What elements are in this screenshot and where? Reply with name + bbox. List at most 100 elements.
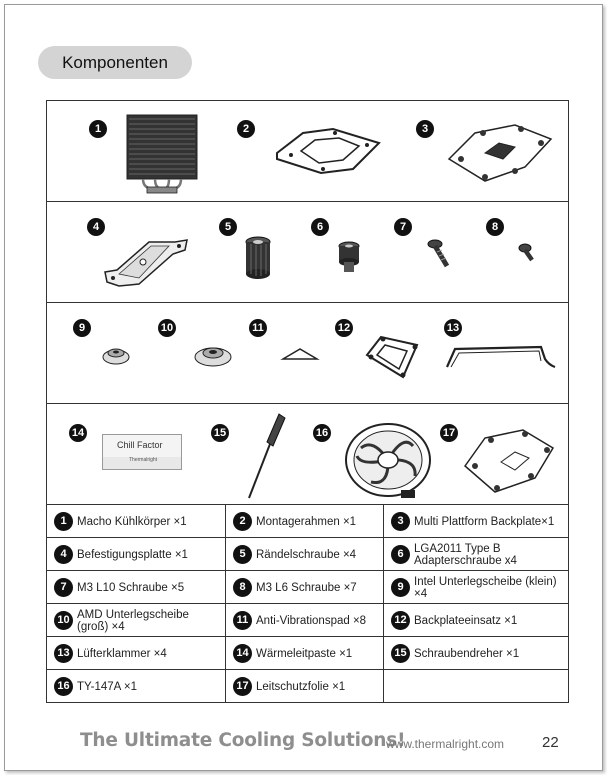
legend-cell: 1 Macho Kühlkörper ×1 — [47, 505, 225, 538]
legend-number: 3 — [391, 512, 410, 531]
figure-number: 5 — [219, 218, 237, 236]
page-number: 22 — [542, 734, 559, 751]
legend-number: 5 — [233, 545, 252, 564]
legend-text: LGA2011 Type B Adapterschraube x4 — [414, 542, 517, 567]
legend-number: 6 — [391, 545, 410, 564]
legend-row-4: 10 AMD Unterlegscheibe (groß) ×4 11 Anti… — [47, 604, 568, 637]
legend-cell: 6 LGA2011 Type B Adapterschraube x4 — [383, 538, 568, 571]
figure-number: 17 — [440, 424, 458, 442]
mounting-frame-illustration — [276, 127, 381, 175]
m3-l6-screw-illustration — [518, 243, 534, 262]
backplate-illustration — [447, 124, 553, 182]
legend-number: 1 — [54, 512, 73, 531]
legend-cell: 12 Backplateeinsatz ×1 — [383, 604, 568, 637]
figure-number: 6 — [311, 218, 329, 236]
legend-text: AMD Unterlegscheibe (groß) ×4 — [77, 608, 189, 633]
legend-text: M3 L6 Schraube ×7 — [256, 581, 357, 594]
legend-cell: 13 Lüfterklammer ×4 — [47, 637, 225, 670]
amd-washer-illustration — [194, 347, 232, 367]
figure-number: 4 — [87, 218, 105, 236]
thumb-screw-illustration — [245, 236, 271, 279]
legend-row-6: 16 TY-147A ×1 17 Leitschutzfolie ×1 — [47, 670, 568, 703]
illustration-row-2: 4 5 6 — [47, 202, 568, 303]
fan-clip-illustration — [445, 345, 556, 369]
paste-label-name: Chill Factor — [117, 440, 163, 450]
adapter-screw-illustration — [338, 241, 360, 272]
figure-number: 13 — [444, 319, 462, 337]
legend-cell: 17 Leitschutzfolie ×1 — [225, 670, 383, 703]
figure-number: 15 — [211, 424, 229, 442]
illustration-row-1: 1 2 — [47, 101, 568, 202]
footer-slogan: The Ultimate Cooling Solutions! — [80, 730, 406, 751]
legend-number: 11 — [233, 611, 252, 630]
legend-row-5: 13 Lüfterklammer ×4 14 Wärmeleitpaste ×1… — [47, 637, 568, 670]
screwdriver-illustration — [248, 413, 286, 499]
legend-number: 16 — [54, 677, 73, 696]
figure-number: 11 — [249, 319, 267, 337]
figure-number: 10 — [158, 319, 176, 337]
m3-l10-screw-illustration — [427, 239, 450, 268]
legend-text: Schraubendreher ×1 — [414, 647, 520, 660]
legend-text: Intel Unterlegscheibe (klein) ×4 — [414, 575, 557, 600]
components-illustration-grid: 1 2 — [46, 100, 569, 505]
footer-url[interactable]: www.thermalright.com — [386, 737, 505, 751]
legend-cell: 3 Multi Plattform Backplate×1 — [383, 505, 568, 538]
intel-washer-illustration — [102, 348, 130, 365]
legend-text: Multi Plattform Backplate×1 — [414, 515, 555, 528]
legend-number: 13 — [54, 644, 73, 663]
section-title: Komponenten — [38, 46, 192, 79]
legend-cell: 9 Intel Unterlegscheibe (klein) ×4 — [383, 571, 568, 604]
figure-number: 8 — [486, 218, 504, 236]
legend-number: 9 — [391, 578, 410, 597]
legend-text: TY-147A ×1 — [77, 680, 137, 693]
backplate-insert-illustration — [365, 335, 419, 379]
legend-cell: 15 Schraubendreher ×1 — [383, 637, 568, 670]
fixing-plate-illustration — [104, 239, 188, 287]
illustration-row-4: 14 Chill Factor Thermalright 15 16 — [47, 404, 568, 506]
paste-label-brand: Thermalright — [129, 457, 158, 463]
figure-number: 12 — [335, 319, 353, 337]
legend-number: 15 — [391, 644, 410, 663]
components-legend-table: 1 Macho Kühlkörper ×1 2 Montagerahmen ×1… — [46, 505, 569, 703]
legend-text: M3 L10 Schraube ×5 — [77, 581, 185, 594]
legend-text: Macho Kühlkörper ×1 — [77, 515, 187, 528]
figure-number: 9 — [73, 319, 91, 337]
figure-number: 14 — [69, 424, 87, 442]
legend-number: 7 — [54, 578, 73, 597]
legend-row-3: 7 M3 L10 Schraube ×5 8 M3 L6 Schraube ×7… — [47, 571, 568, 604]
legend-text: Lüfterklammer ×4 — [77, 647, 167, 660]
legend-cell: 2 Montagerahmen ×1 — [225, 505, 383, 538]
figure-number: 2 — [237, 120, 255, 138]
thermal-paste-syringe: Chill Factor Thermalright — [102, 434, 182, 470]
figure-number: 16 — [313, 424, 331, 442]
illustration-row-3: 9 10 11 12 — [47, 303, 568, 404]
legend-number: 12 — [391, 611, 410, 630]
legend-number: 14 — [233, 644, 252, 663]
legend-cell-empty — [383, 670, 568, 703]
legend-text: Wärmeleitpaste ×1 — [256, 647, 353, 660]
legend-number: 4 — [54, 545, 73, 564]
legend-text: Backplateeinsatz ×1 — [414, 614, 518, 627]
legend-text: Befestigungsplatte ×1 — [77, 548, 188, 561]
legend-cell: 7 M3 L10 Schraube ×5 — [47, 571, 225, 604]
figure-number: 1 — [89, 120, 107, 138]
anti-vibration-pad-illustration — [280, 348, 320, 360]
fan-illustration — [345, 423, 431, 498]
legend-cell: 10 AMD Unterlegscheibe (groß) ×4 — [47, 604, 225, 637]
legend-cell: 4 Befestigungsplatte ×1 — [47, 538, 225, 571]
legend-cell: 14 Wärmeleitpaste ×1 — [225, 637, 383, 670]
legend-text: Rändelschraube ×4 — [256, 548, 357, 561]
legend-cell: 16 TY-147A ×1 — [47, 670, 225, 703]
legend-row-2: 4 Befestigungsplatte ×1 5 Rändelschraube… — [47, 538, 568, 571]
legend-number: 8 — [233, 578, 252, 597]
legend-number: 17 — [233, 677, 252, 696]
legend-cell: 8 M3 L6 Schraube ×7 — [225, 571, 383, 604]
legend-row-1: 1 Macho Kühlkörper ×1 2 Montagerahmen ×1… — [47, 505, 568, 538]
figure-number: 3 — [416, 120, 434, 138]
legend-number: 2 — [233, 512, 252, 531]
protective-film-illustration — [463, 429, 555, 493]
legend-cell: 11 Anti-Vibrationspad ×8 — [225, 604, 383, 637]
legend-cell: 5 Rändelschraube ×4 — [225, 538, 383, 571]
legend-number: 10 — [54, 611, 73, 630]
legend-text: Leitschutzfolie ×1 — [256, 680, 346, 693]
